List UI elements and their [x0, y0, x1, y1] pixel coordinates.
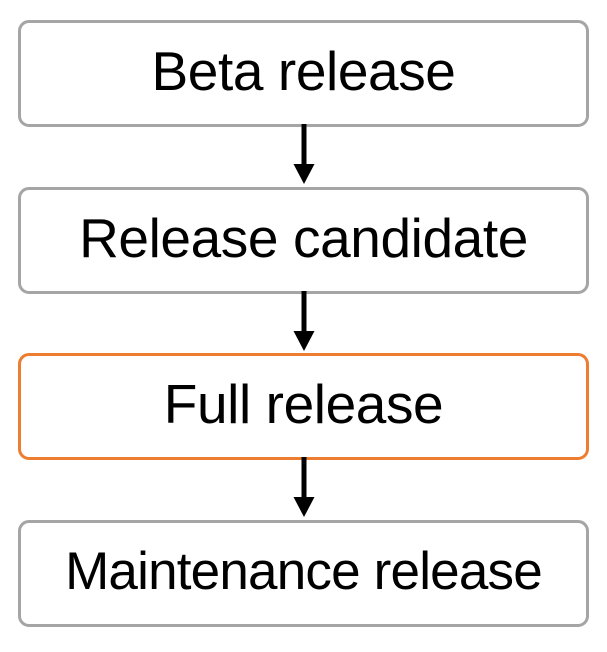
flow-node-label: Beta release [151, 40, 456, 102]
flow-node-label: Maintenance release [65, 542, 543, 601]
flow-node-label: Release candidate [79, 207, 528, 269]
flow-arrow-full-to-maintenance [0, 457, 607, 519]
flow-node-full-release[interactable]: Full release [18, 353, 589, 460]
flow-node-label: Full release [163, 373, 444, 435]
flow-node-maintenance-release[interactable]: Maintenance release [18, 520, 589, 627]
flow-arrow-candidate-to-full [0, 291, 607, 353]
flow-node-release-candidate[interactable]: Release candidate [18, 187, 589, 294]
flow-arrow-beta-to-candidate [0, 124, 607, 186]
flow-node-beta-release[interactable]: Beta release [18, 20, 589, 127]
